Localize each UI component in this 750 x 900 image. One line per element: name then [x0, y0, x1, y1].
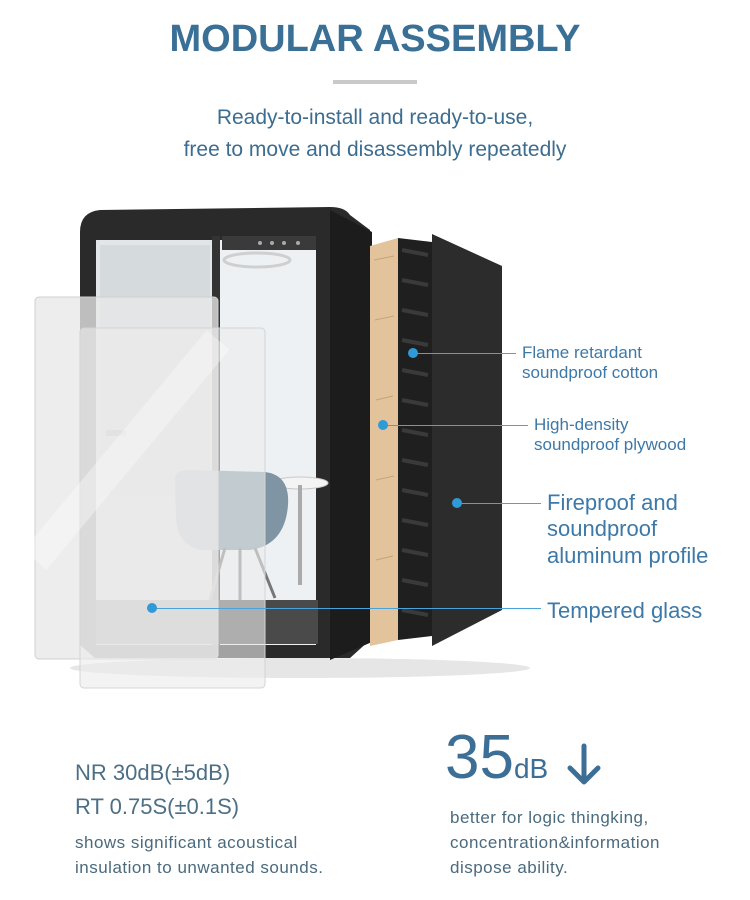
callout-plywood-line-2: soundproof plywood: [534, 435, 687, 455]
callout-dot-cotton: [408, 348, 418, 358]
page-title: MODULAR ASSEMBLY: [169, 18, 581, 60]
booth-side: [330, 210, 372, 660]
aluminum-panel: [432, 234, 502, 646]
callout-dot-profile: [452, 498, 462, 508]
callout-profile: Fireproof and soundproof aluminum profil…: [547, 490, 708, 569]
callout-line-plywood: [383, 425, 528, 426]
subtitle-line-1: Ready-to-install and ready-to-use,: [216, 106, 534, 129]
subtitle-line-2: free to move and disassembly repeatedly: [183, 138, 567, 161]
callout-cotton-line-2: soundproof cotton: [522, 363, 659, 383]
title-divider: [333, 80, 417, 84]
callout-profile-line-1: Fireproof and: [547, 490, 678, 515]
benefit-description-line-3: dispose ability.: [450, 858, 569, 877]
acoustic-description-line-2: insulation to unwanted sounds.: [75, 858, 324, 877]
callout-profile-line-2: soundproof: [547, 516, 658, 542]
decibel-figure: 35dB: [445, 722, 548, 793]
callout-line-glass: [152, 608, 541, 609]
noise-reduction-stat: NR 30dB(±5dB): [75, 760, 231, 785]
benefit-description: better for logic thingking, concentratio…: [450, 805, 660, 880]
callout-line-profile: [457, 503, 541, 504]
reverberation-time-stat: RT 0.75S(±0.1S): [75, 794, 240, 819]
acoustic-description-line-1: shows significant acoustical: [75, 833, 298, 852]
callout-line-cotton: [413, 353, 516, 354]
callout-cotton: Flame retardant soundproof cotton: [522, 343, 658, 384]
callout-dot-plywood: [378, 420, 388, 430]
glass-pane-front: [79, 327, 266, 689]
plywood-layer: [370, 238, 398, 646]
callout-plywood: High-density soundproof plywood: [534, 415, 686, 456]
benefit-description-line-1: better for logic thingking,: [450, 808, 649, 827]
ceiling-lamp: [222, 251, 292, 269]
decibel-number: 35: [445, 723, 514, 792]
benefit-description-line-2: concentration&information: [450, 833, 661, 852]
callout-dot-glass: [147, 603, 157, 613]
foam-layer: [398, 238, 432, 640]
acoustic-description: shows significant acoustical insulation …: [75, 830, 323, 880]
decibel-unit: dB: [513, 753, 549, 784]
callout-profile-line-3: aluminum profile: [547, 542, 709, 568]
callout-glass: Tempered glass: [547, 598, 703, 623]
down-arrow-icon: [567, 743, 601, 785]
callout-cotton-line-1: Flame retardant: [522, 343, 642, 362]
callout-plywood-line-1: High-density: [534, 415, 629, 434]
